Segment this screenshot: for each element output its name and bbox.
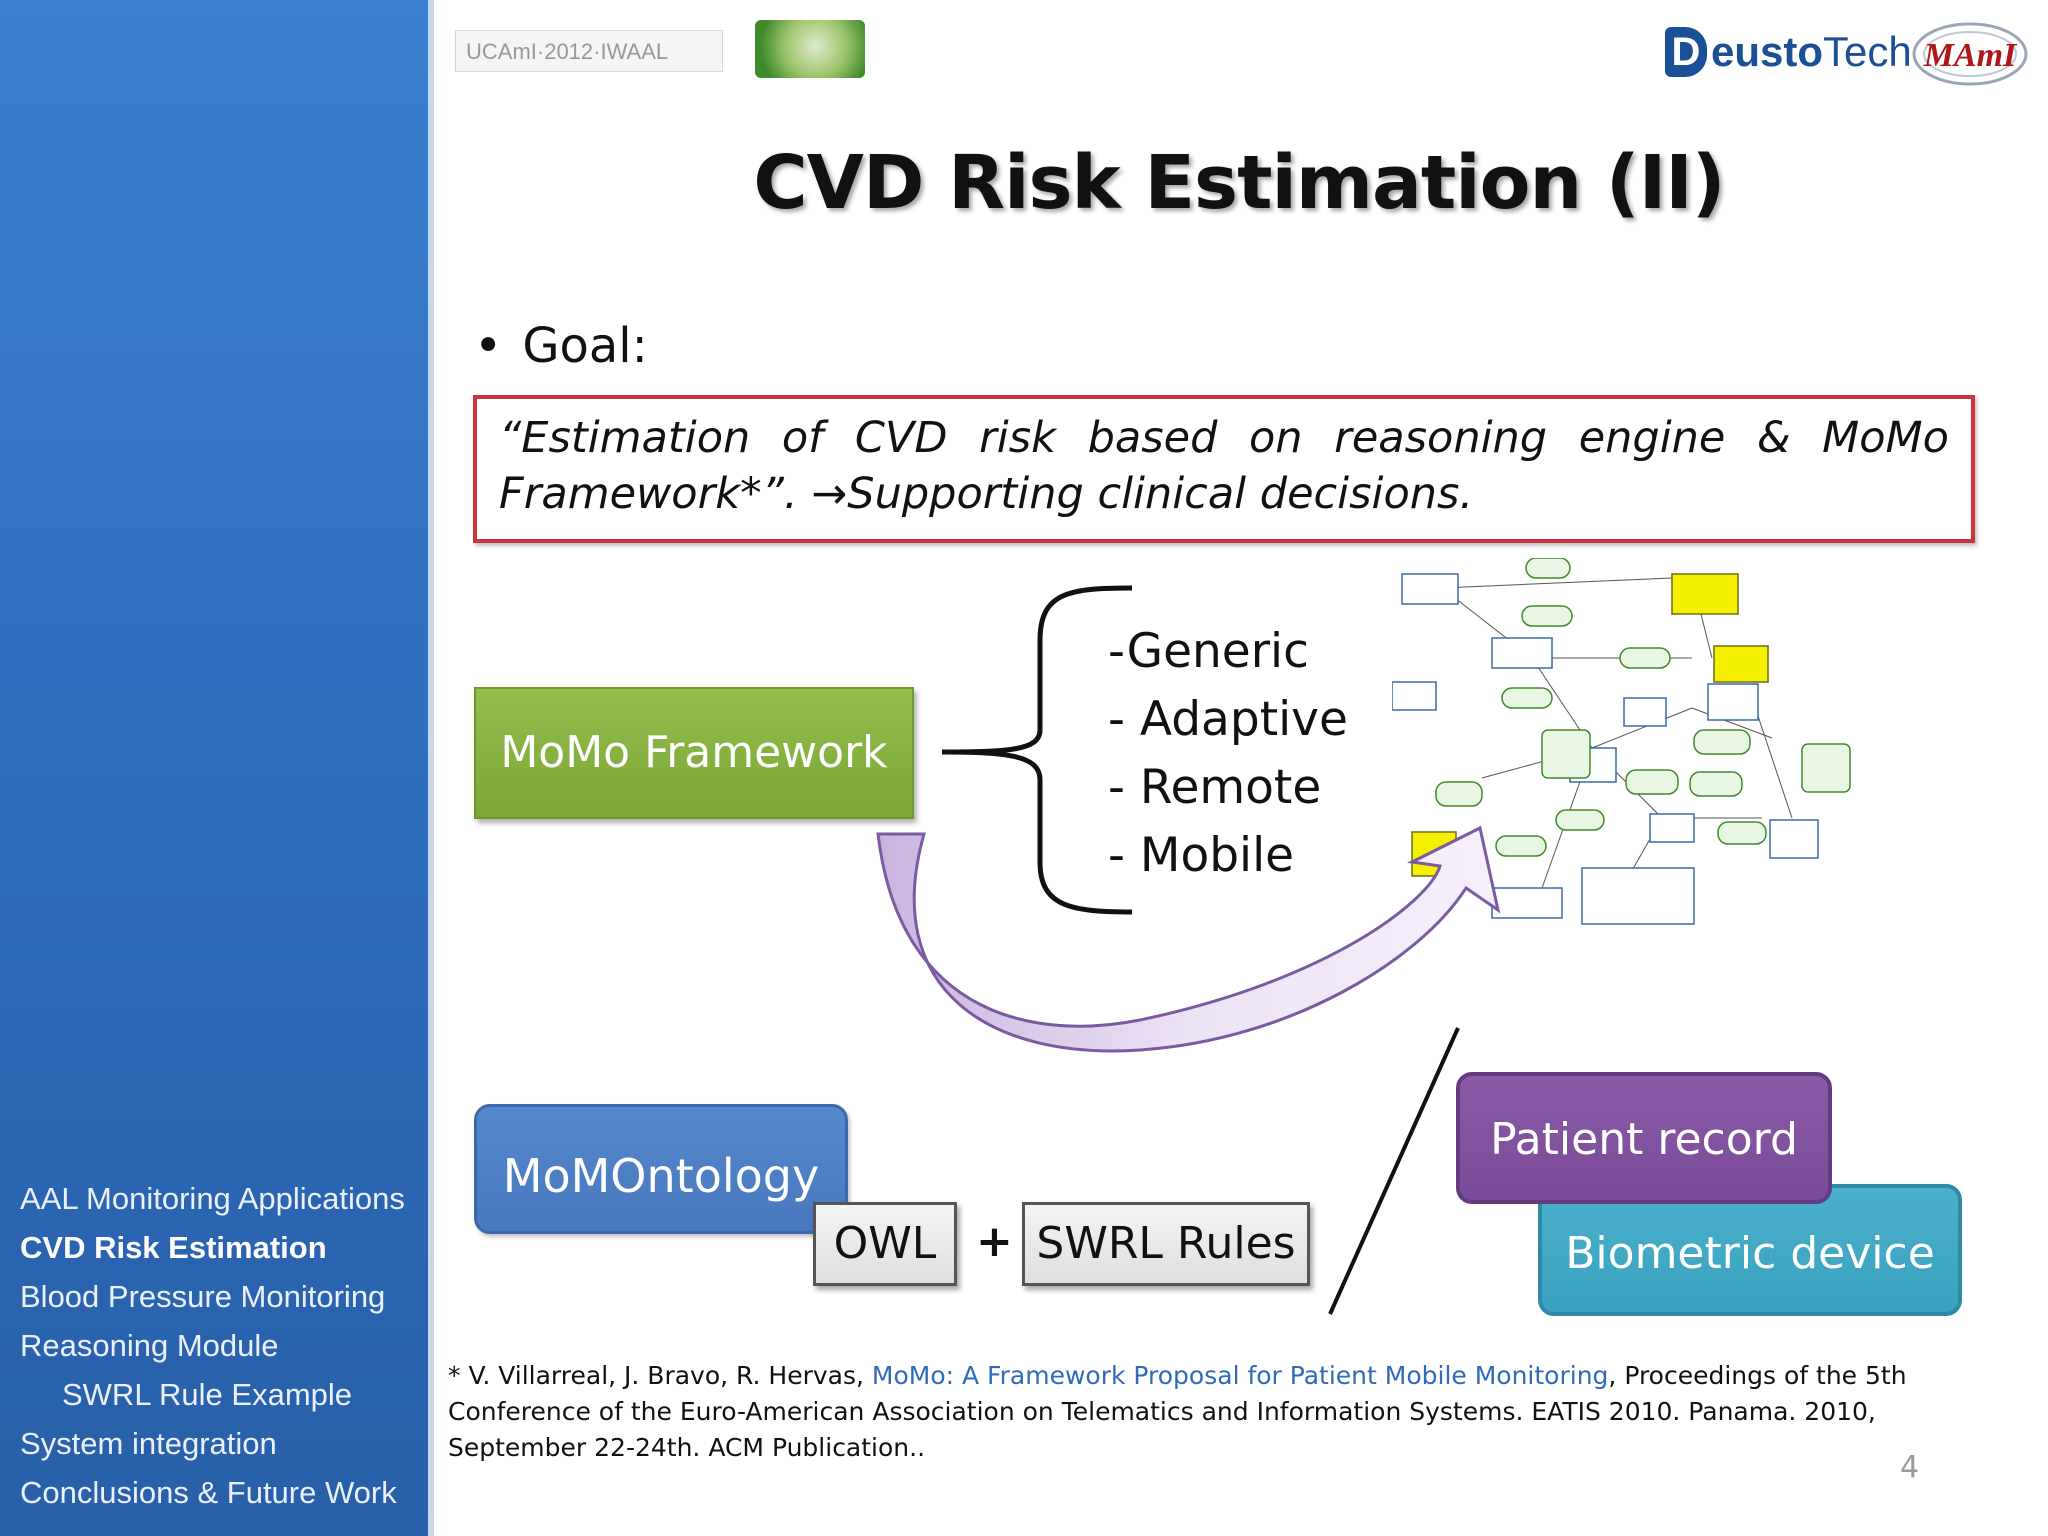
sidebar-nav: AAL Monitoring Applications CVD Risk Est…: [20, 1174, 420, 1517]
quote-line-2: Framework*”. →Supporting clinical decisi…: [499, 469, 1474, 519]
goal-quote-box: “Estimation of CVD risk based on reasoni…: [473, 395, 1975, 543]
plus-sign: +: [976, 1216, 1013, 1267]
property-remote: - Remote: [1108, 760, 1322, 815]
swrl-rules-box: SWRL Rules: [1022, 1202, 1310, 1286]
momo-framework-box: MoMo Framework: [474, 687, 914, 819]
maml-logo: MAmI: [1912, 22, 2028, 86]
sidebar-item-conclusions[interactable]: Conclusions & Future Work: [20, 1475, 397, 1510]
deustotech-logo: D eustoTech: [1665, 20, 1912, 84]
sidebar-item-cvd-risk[interactable]: CVD Risk Estimation: [20, 1230, 327, 1265]
framework-properties: -Generic - Adaptive - Remote - Mobile: [1108, 618, 1348, 890]
deustotech-d-mark: D: [1665, 27, 1707, 77]
reference-footnote: * V. Villarreal, J. Bravo, R. Hervas, Mo…: [448, 1361, 1907, 1462]
conference-logo: UCAmI·2012·IWAAL: [455, 20, 875, 80]
property-mobile: - Mobile: [1108, 828, 1295, 883]
sidebar: AAL Monitoring Applications CVD Risk Est…: [0, 0, 428, 1536]
quote-line-1: “Estimation of CVD risk based on reasoni…: [499, 413, 1949, 463]
biometric-device-box: Biometric device: [1538, 1184, 1962, 1316]
sidebar-item-system-integration[interactable]: System integration: [20, 1426, 277, 1461]
svg-text:MAmI: MAmI: [1923, 37, 2018, 74]
goal-label: Goal:: [522, 318, 648, 374]
sidebar-divider: [428, 0, 434, 1536]
patient-record-box: Patient record: [1456, 1072, 1832, 1204]
sidebar-item-reasoning-module[interactable]: Reasoning Module: [20, 1328, 279, 1363]
slide-title: CVD Risk Estimation (II): [753, 140, 1725, 226]
sidebar-item-blood-pressure[interactable]: Blood Pressure Monitoring: [20, 1279, 386, 1314]
brace-icon: [941, 585, 1133, 915]
sidebar-item-swrl-example[interactable]: SWRL Rule Example: [62, 1377, 353, 1412]
ontology-diagram: [1392, 558, 1851, 925]
reference-link[interactable]: MoMo: A Framework Proposal for Patient M…: [871, 1361, 1609, 1390]
momontology-box: MoMOntology: [474, 1104, 848, 1234]
property-generic: -Generic: [1108, 624, 1309, 679]
goal-bullet: • Goal:: [474, 318, 648, 374]
separator-slash: [1328, 1027, 1460, 1315]
sidebar-item-aal-monitoring[interactable]: AAL Monitoring Applications: [20, 1181, 405, 1216]
owl-box: OWL: [813, 1202, 957, 1286]
property-adaptive: - Adaptive: [1108, 692, 1348, 747]
workshop-logo: [755, 20, 865, 78]
ucami-logo: UCAmI·2012·IWAAL: [455, 30, 723, 72]
bullet-icon: •: [474, 318, 503, 374]
page-number: 4: [1900, 1450, 1920, 1485]
